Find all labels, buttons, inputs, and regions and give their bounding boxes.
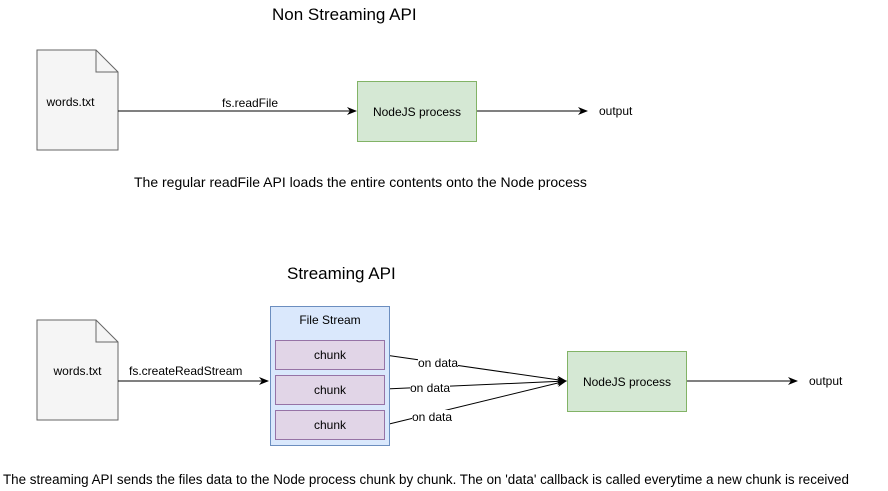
streaming-title: Streaming API [287, 264, 396, 283]
on-data-edge-label: on data [418, 356, 459, 370]
chunk-box: chunk [275, 375, 385, 405]
chunk-box: chunk [275, 410, 385, 440]
chunk-1-on-data-arrow [384, 354, 567, 384]
on-data-edge-label: on data [412, 410, 453, 424]
readfile-edge-label: fs.readFile [222, 96, 279, 110]
file-document-fold [95, 50, 118, 73]
non-streaming-caption: The regular readFile API loads the entir… [134, 174, 587, 190]
chunk-label: chunk [313, 383, 347, 397]
file-label: words.txt [53, 364, 102, 378]
chunk-box: chunk [275, 340, 385, 370]
nodejs-process-box: NodeJS process [357, 81, 477, 142]
nodejs-process-label: NodeJS process [372, 104, 462, 119]
file-stream-label: File Stream [299, 313, 361, 327]
chunk-label: chunk [313, 418, 347, 432]
non-streaming-title: Non Streaming API [272, 5, 417, 24]
file-label: words.txt [46, 95, 95, 109]
nodejs-process-box: NodeJS process [567, 351, 687, 412]
nodejs-process-label: NodeJS process [582, 374, 672, 389]
create-read-stream-edge-label: fs.createReadStream [129, 364, 243, 378]
on-data-edge-label: on data [410, 381, 451, 395]
chunk-label: chunk [313, 348, 347, 362]
streaming-caption: The streaming API sends the files data t… [3, 472, 849, 487]
output-label: output [809, 374, 843, 388]
output-label: output [599, 104, 633, 118]
file-document-fold [95, 320, 118, 343]
